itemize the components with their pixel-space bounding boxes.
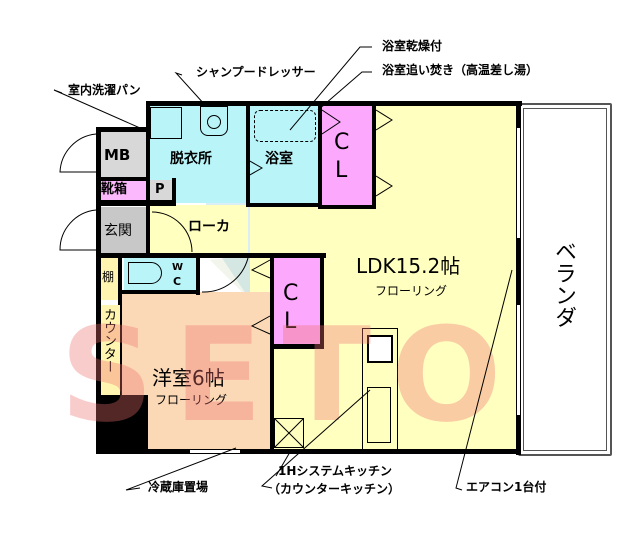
shelf bbox=[100, 258, 118, 300]
shelf-label: 棚 bbox=[102, 270, 115, 284]
bathroom-label: 浴室 bbox=[265, 151, 293, 167]
callout-aircon: エアコン1台付 bbox=[466, 480, 547, 494]
wc-label-w: W bbox=[172, 262, 184, 273]
closet-mid-label-c: C bbox=[283, 281, 299, 306]
wall-left-upper bbox=[96, 127, 101, 454]
closet-mid-label-l: L bbox=[284, 309, 297, 334]
mb-room bbox=[100, 132, 146, 178]
shoe-box-label: 靴箱 bbox=[101, 182, 128, 197]
window bbox=[517, 305, 520, 415]
counter-label: カウンター bbox=[101, 308, 116, 373]
veranda-label: ベランダ bbox=[551, 240, 576, 328]
watermark-text: SETO bbox=[60, 299, 522, 451]
wash-basin-icon bbox=[200, 106, 228, 136]
closet-top-label-l: L bbox=[335, 158, 348, 183]
callout-reheating: 浴室追い焚き（高温差し湯） bbox=[382, 63, 539, 77]
hallway-label: ローカ bbox=[188, 219, 230, 235]
stove-icon bbox=[367, 335, 393, 363]
window bbox=[517, 128, 520, 238]
ldk-room-name: LDK15.2帖 bbox=[356, 254, 461, 278]
entrance-label: 玄関 bbox=[104, 223, 132, 239]
p-label: P bbox=[155, 182, 165, 197]
wc-label-c: C bbox=[173, 275, 182, 288]
western-room-floor: フローリング bbox=[155, 393, 228, 407]
wall-right bbox=[516, 101, 521, 455]
entrance bbox=[100, 207, 146, 257]
closet-top-label-c: C bbox=[334, 130, 350, 155]
veranda: ベランダ bbox=[518, 103, 612, 456]
callout-laundry-pan: 室内洗濯パン bbox=[68, 83, 141, 97]
mb-label: MB bbox=[104, 146, 131, 164]
bathtub-icon bbox=[254, 110, 316, 142]
p-box bbox=[150, 180, 172, 200]
callout-shampoo-dresser: シャンプードレッサー bbox=[196, 65, 316, 79]
callout-bath-dryer: 浴室乾燥付 bbox=[382, 39, 443, 53]
shoe-box bbox=[100, 180, 146, 200]
closet-mid bbox=[274, 258, 320, 344]
callout-kitchen-line1: 1Hシステムキッチン bbox=[278, 464, 393, 478]
toilet-icon bbox=[128, 262, 162, 284]
closet-top bbox=[322, 105, 372, 207]
kitchen-counter bbox=[362, 328, 398, 450]
counter bbox=[100, 305, 120, 395]
laundry-pan-icon bbox=[150, 107, 182, 139]
callout-fridge: 冷蔵庫置場 bbox=[148, 480, 209, 494]
western-room-name: 洋室6帖 bbox=[152, 366, 225, 390]
callout-kitchen-line2: （カウンターキッチン） bbox=[268, 482, 401, 496]
ldk-room-floor: フローリング bbox=[375, 284, 448, 298]
dressing-label: 脱衣所 bbox=[170, 151, 212, 167]
